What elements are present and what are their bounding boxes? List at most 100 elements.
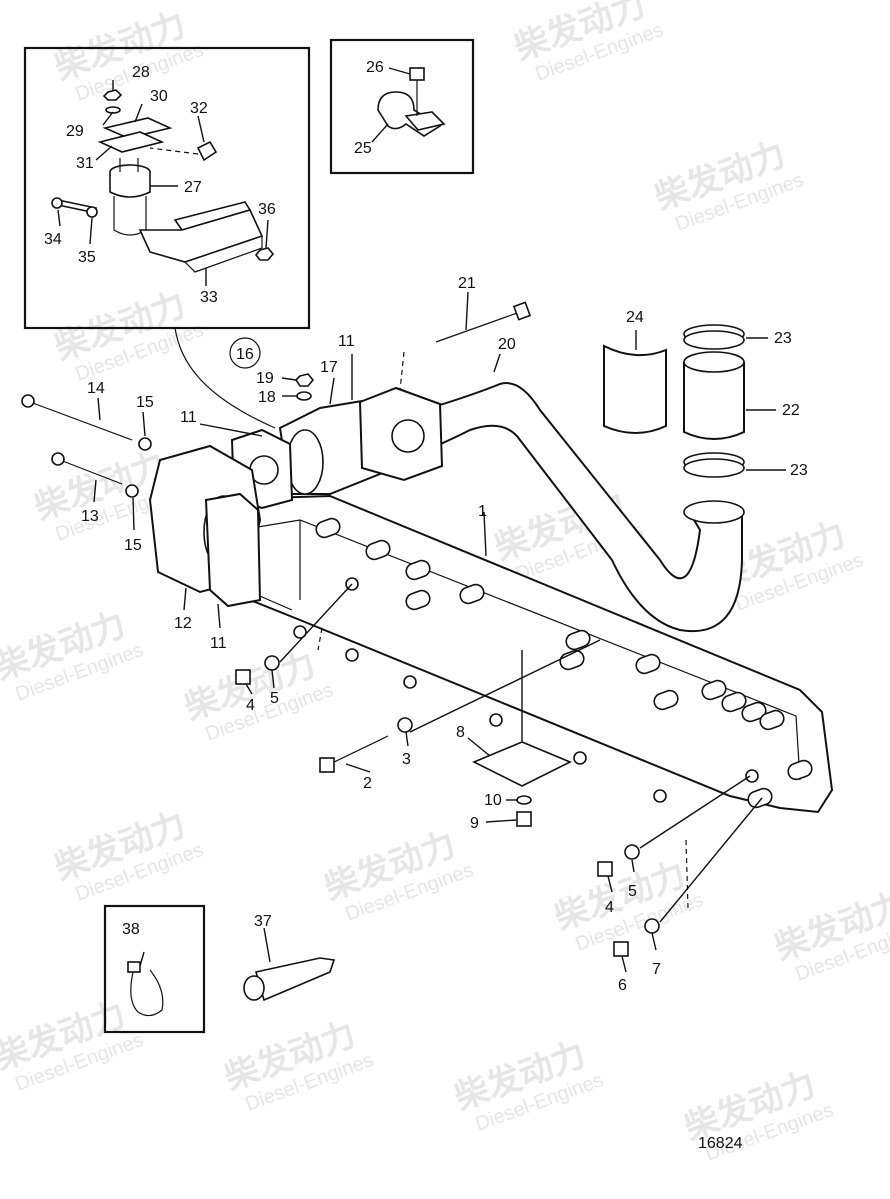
hose bbox=[683, 362, 745, 440]
callout-35: 35 bbox=[78, 249, 96, 266]
nut bbox=[254, 247, 275, 261]
washer bbox=[264, 655, 280, 671]
callout-23: 23 bbox=[790, 462, 808, 479]
watermark-tile: 柴发动力 Diesel-Engines bbox=[769, 884, 890, 985]
inset-frame bbox=[103, 904, 206, 1034]
callout-23: 23 bbox=[774, 330, 792, 347]
screw-head bbox=[51, 197, 63, 209]
callout-5: 5 bbox=[628, 883, 637, 900]
watermark-tile: 柴发动力 Diesel-Engines bbox=[179, 644, 336, 745]
callout-34: 34 bbox=[44, 231, 62, 248]
washer bbox=[125, 484, 139, 498]
sensor-bracket bbox=[138, 201, 264, 273]
callout-36: 36 bbox=[258, 201, 276, 218]
manifold-bosses bbox=[315, 517, 813, 809]
washer bbox=[644, 918, 660, 934]
watermark-tile: 柴发动力 Diesel-Engines bbox=[449, 1034, 606, 1135]
callout-7: 7 bbox=[652, 961, 661, 978]
drawing-number: 16824 bbox=[698, 1135, 743, 1152]
clamp-inset: 26 25 bbox=[329, 38, 475, 175]
callout-labels: 1 2 3 4 5 4 5 6 7 8 10 9 11 11 11 12 13 … bbox=[81, 275, 808, 1152]
bolt-head bbox=[409, 67, 425, 81]
assembly-lines bbox=[317, 351, 689, 909]
callout-13: 13 bbox=[81, 508, 99, 525]
callout-1: 1 bbox=[478, 503, 487, 520]
inset-frame bbox=[23, 46, 311, 330]
watermark-tile: 柴发动力 Diesel-Engines bbox=[649, 134, 806, 235]
callout-27: 27 bbox=[184, 179, 202, 196]
callout-15: 15 bbox=[124, 537, 142, 554]
callout-11: 11 bbox=[210, 635, 227, 652]
watermark-tile: 柴发动力 Diesel-Engines bbox=[679, 1064, 836, 1165]
callout-3: 3 bbox=[402, 751, 411, 768]
valve-housing bbox=[230, 386, 444, 510]
sensor-cable bbox=[174, 327, 276, 429]
callout-9: 9 bbox=[470, 815, 479, 832]
callout-33: 33 bbox=[200, 289, 218, 306]
callout-11: 11 bbox=[180, 409, 197, 426]
tube-cap bbox=[243, 975, 265, 1001]
bolt bbox=[329, 735, 389, 765]
long-bolt bbox=[435, 301, 532, 343]
sensor-assembly-inset: 28 30 32 29 31 27 36 34 35 33 bbox=[23, 46, 311, 330]
flange bbox=[204, 492, 262, 608]
washer bbox=[138, 437, 152, 451]
nut bbox=[102, 89, 123, 101]
cable-tie-inset: 38 bbox=[103, 904, 206, 1034]
callout-22: 22 bbox=[782, 402, 800, 419]
callout-4: 4 bbox=[605, 899, 614, 916]
watermark-tile: 柴发动力 Diesel-Engines bbox=[49, 4, 206, 105]
connector-wire bbox=[149, 147, 199, 155]
reference-circle bbox=[229, 337, 261, 369]
callout-21: 21 bbox=[458, 275, 476, 292]
callout-15: 15 bbox=[136, 394, 154, 411]
screw bbox=[516, 811, 532, 827]
watermark-tile: 柴发动力 Diesel-Engines bbox=[319, 824, 476, 925]
callout-38: 38 bbox=[122, 921, 140, 938]
watermark-tile: 柴发动力 Diesel-Engines bbox=[509, 0, 666, 86]
callout-6: 6 bbox=[618, 977, 627, 994]
watermark-tile: 柴发动力 Diesel-Engines bbox=[219, 1014, 376, 1115]
callout-12: 12 bbox=[174, 615, 192, 632]
callout-16: 16 bbox=[236, 346, 254, 363]
elbow-pipe-end bbox=[683, 500, 745, 524]
callout-37: 37 bbox=[254, 913, 272, 930]
stud bbox=[597, 861, 613, 877]
stud bbox=[235, 669, 251, 685]
nut bbox=[294, 373, 315, 387]
elbow-pipe bbox=[428, 382, 743, 633]
callout-11: 11 bbox=[338, 333, 355, 350]
callout-31: 31 bbox=[76, 155, 94, 172]
tube-body bbox=[254, 957, 336, 1002]
callout-8: 8 bbox=[456, 724, 465, 741]
sealant-tube: 37 bbox=[243, 913, 336, 1002]
callout-14: 14 bbox=[87, 380, 105, 397]
callout-30: 30 bbox=[150, 88, 168, 105]
hose-assembly bbox=[603, 324, 745, 478]
end-housing bbox=[148, 444, 262, 608]
watermark-tile: 柴发动力 Diesel-Engines bbox=[0, 604, 146, 705]
washer bbox=[624, 844, 640, 860]
cable-tie bbox=[130, 967, 164, 1017]
exhaust-manifold bbox=[231, 494, 834, 814]
callout-29: 29 bbox=[66, 123, 84, 140]
callout-24: 24 bbox=[626, 309, 644, 326]
washer bbox=[296, 391, 312, 401]
callout-17: 17 bbox=[320, 359, 338, 376]
cover-plate bbox=[472, 741, 572, 787]
callout-5: 5 bbox=[270, 690, 279, 707]
leader-lines bbox=[93, 291, 786, 973]
connector bbox=[196, 140, 218, 162]
clamp-bracket bbox=[404, 111, 446, 131]
sensor-canister bbox=[109, 158, 151, 236]
callout-20: 20 bbox=[498, 336, 516, 353]
callout-26: 26 bbox=[366, 59, 384, 76]
callout-10: 10 bbox=[484, 792, 502, 809]
sensor-plate bbox=[102, 117, 173, 139]
callout-18: 18 bbox=[258, 389, 276, 406]
watermark-tile: 柴发动力 Diesel-Engines bbox=[0, 994, 146, 1095]
inset-frame bbox=[329, 38, 475, 175]
sensor-gasket bbox=[97, 131, 165, 153]
washer bbox=[516, 795, 532, 805]
